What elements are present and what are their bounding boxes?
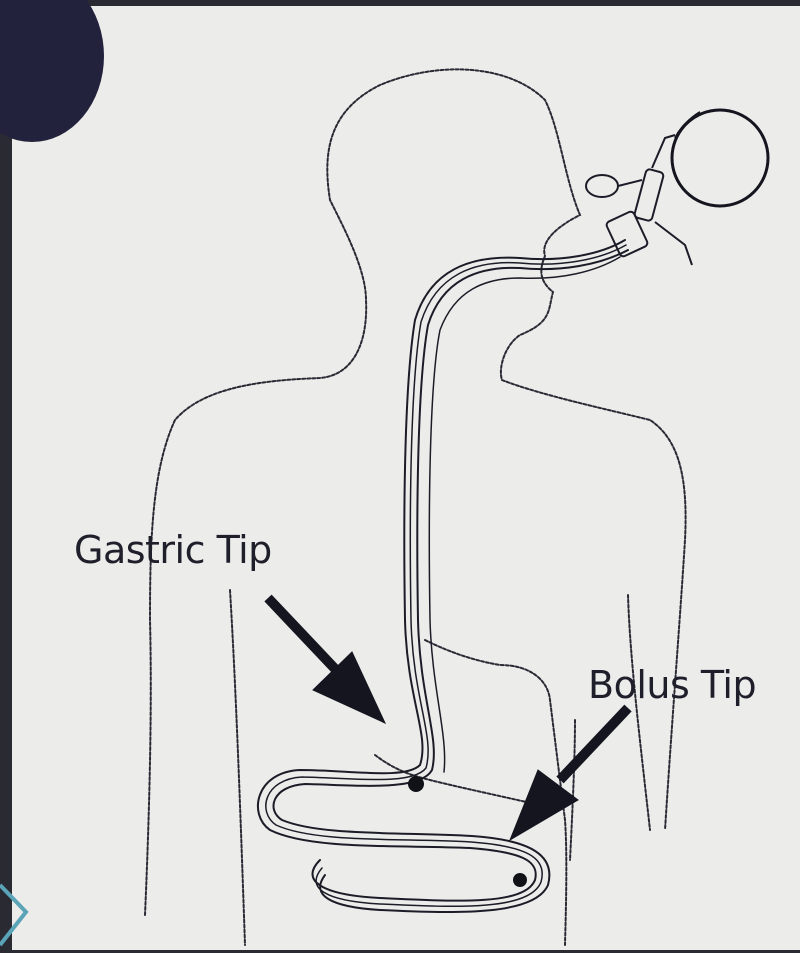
balloon-ring: [672, 110, 768, 206]
bolus-tip-label: Bolus Tip: [588, 663, 756, 707]
gastric-tip-arrow: [268, 598, 385, 723]
bolus-tip-marker: [513, 873, 527, 887]
gastric-tip-marker: [408, 776, 424, 792]
tube-wall-inner: [273, 250, 628, 912]
gastric-tip-label: Gastric Tip: [74, 528, 272, 572]
corner-chevron: [0, 885, 26, 945]
bolus-tip-arrow: [510, 708, 628, 840]
abdomen-line: [570, 720, 575, 860]
left-arm-line: [230, 590, 245, 945]
right-arm-line: [628, 595, 650, 830]
tube-connector: [586, 135, 692, 265]
